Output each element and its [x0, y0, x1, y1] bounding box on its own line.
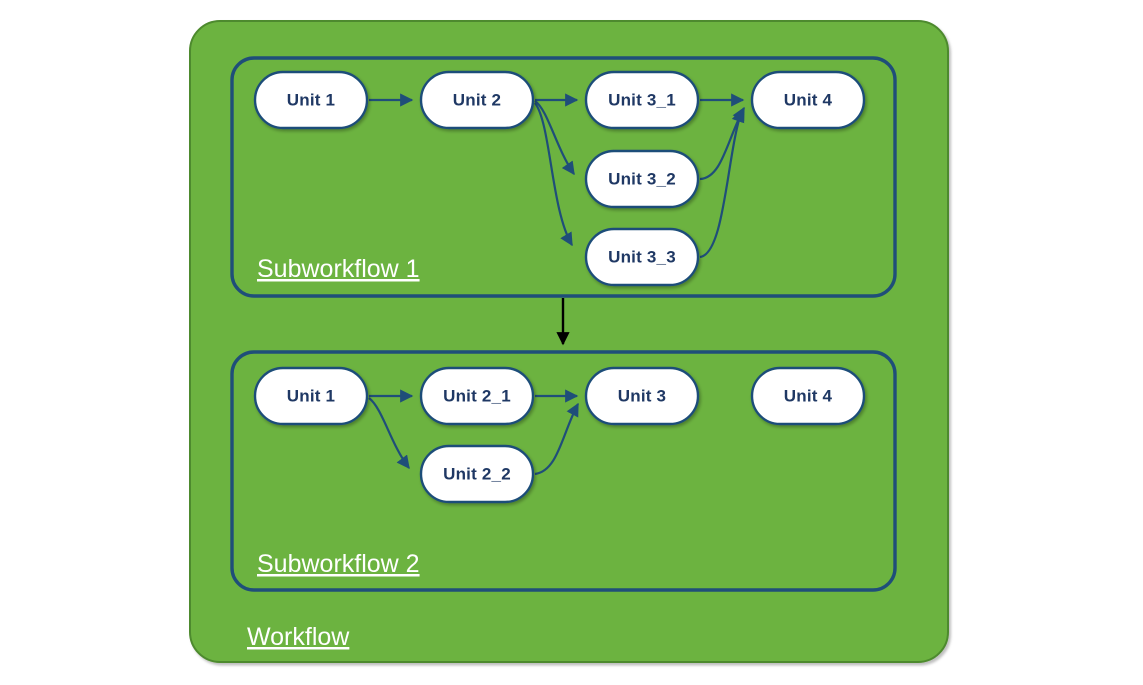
subworkflow-1-border	[230, 56, 897, 298]
node-sw2-unit-2-1[interactable]: Unit 2_1	[419, 366, 535, 426]
node-label: Unit 3_1	[608, 90, 676, 109]
edge-sw1-e3	[534, 100, 575, 176]
node-shape	[419, 366, 535, 426]
node-label: Unit 4	[784, 386, 833, 405]
subworkflow-2-border	[230, 350, 897, 592]
node-label: Unit 2_1	[443, 386, 511, 405]
node-sw1-unit-4[interactable]: Unit 4	[750, 70, 866, 130]
node-shape	[419, 444, 535, 504]
node-sw1-unit-3-1[interactable]: Unit 3_1	[584, 70, 700, 130]
workflow-label: Workflow	[247, 623, 350, 651]
node-shape	[750, 70, 866, 130]
node-sw1-unit-3-2[interactable]: Unit 3_2	[584, 149, 700, 209]
node-sw1-unit-3-3[interactable]: Unit 3_3	[584, 227, 700, 287]
node-sw2-unit-2-2[interactable]: Unit 2_2	[419, 444, 535, 504]
node-sw2-unit-4[interactable]: Unit 4	[750, 366, 866, 426]
node-sw1-unit-1[interactable]: Unit 1	[253, 70, 369, 130]
node-label: Unit 4	[784, 90, 833, 109]
node-shape	[419, 70, 535, 130]
subworkflow-2-label: Subworkflow 2	[257, 550, 420, 578]
node-shape	[584, 70, 700, 130]
node-shape	[253, 366, 369, 426]
node-shape	[584, 149, 700, 209]
edge-sw1-e4	[534, 102, 573, 247]
edge-sw2-e2	[368, 397, 410, 470]
node-shape	[253, 70, 369, 130]
node-label: Unit 2	[453, 90, 501, 109]
node-shape	[584, 227, 700, 287]
subworkflow-1-label: Subworkflow 1	[257, 255, 420, 283]
node-label: Unit 3_3	[608, 247, 676, 266]
node-sw1-unit-2[interactable]: Unit 2	[419, 70, 535, 130]
node-label: Unit 1	[287, 386, 335, 405]
node-shape	[750, 366, 866, 426]
node-sw2-unit-1[interactable]: Unit 1	[253, 366, 369, 426]
node-label: Unit 3_2	[608, 169, 676, 188]
edge-sw2-e4	[534, 402, 579, 476]
node-label: Unit 1	[287, 90, 335, 109]
node-sw2-unit-3[interactable]: Unit 3	[584, 366, 700, 426]
edge-sw1-e7	[699, 108, 745, 259]
node-label: Unit 2_2	[443, 464, 511, 483]
node-label: Unit 3	[618, 386, 666, 405]
node-shape	[584, 366, 700, 426]
